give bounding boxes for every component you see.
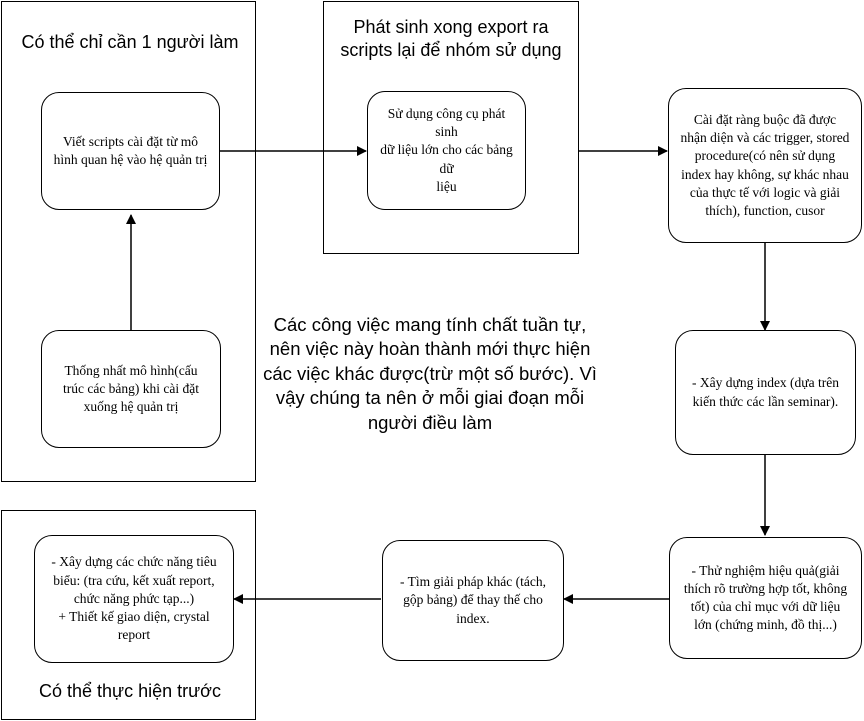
node-test-efficiency: - Thử nghiệm hiệu quả(giải thích rõ trườ… (669, 537, 862, 659)
frame-first-title: Có thể thực hiện trước (39, 681, 221, 701)
sequence-note: Các công việc mang tính chất tuần tự, nê… (263, 314, 597, 433)
node-write-scripts: Viết scripts cài đặt từ mô hình quan hệ … (41, 92, 220, 210)
node-alternative: - Tìm giải pháp khác (tách, gộp bảng) để… (382, 540, 564, 661)
node-unify-model: Thống nhất mô hình(cấu trúc các bảng) kh… (41, 330, 221, 448)
node-features: - Xây dựng các chức năng tiêu biểu: (tra… (34, 535, 234, 663)
frame-one-person-title: Có thể chỉ cần 1 người làm (21, 32, 239, 52)
frame-export-title: Phát sinh xong export ra scripts lại để … (340, 17, 562, 61)
frame-export (323, 1, 579, 254)
node-constraints: Cài đặt ràng buộc đã được nhận diện và c… (668, 88, 862, 243)
node-build-index: - Xây dựng index (dựa trên kiến thức các… (675, 330, 856, 455)
frame-first (1, 510, 256, 720)
frame-one-person (1, 1, 256, 482)
node-generate-data: Sử dụng công cụ phát sinh dữ liệu lớn ch… (367, 91, 526, 210)
